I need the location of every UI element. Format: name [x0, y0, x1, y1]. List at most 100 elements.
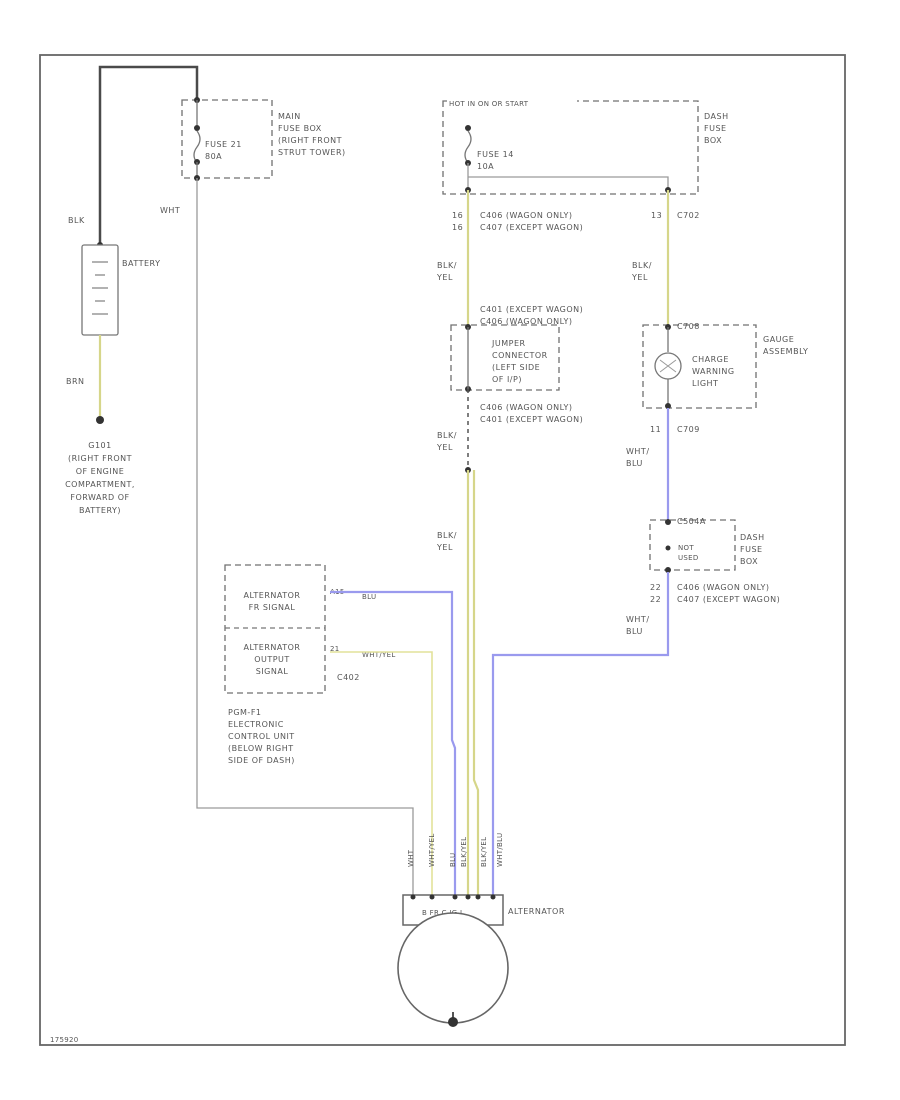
gauge-wire-in-line-1: BLK/: [632, 261, 652, 270]
alternator-label: ALTERNATOR: [508, 907, 565, 916]
left-wire3-line-1: BLK/: [437, 531, 457, 540]
gauge-conn-in: C708: [677, 322, 700, 331]
ecu-name-line-5: SIDE OF DASH): [228, 756, 295, 765]
lamp-line-2: WARNING: [692, 367, 735, 376]
ground-point-g101: [96, 416, 104, 424]
alt-wire-4: BLK/YEL: [460, 837, 468, 867]
not-used-line-2: USED: [678, 554, 699, 562]
gauge-wire-out-line-2: BLU: [626, 459, 643, 468]
bottom-conn-2: C407 (EXCEPT WAGON): [677, 595, 780, 604]
left-conn-2: C407 (EXCEPT WAGON): [480, 223, 583, 232]
alt-wire-1: WHT: [407, 849, 415, 867]
bottom-box-line-3: BOX: [740, 557, 758, 566]
main-fuse-box-line-3: (RIGHT FRONT: [278, 136, 342, 145]
bottom-box-line-1: DASH: [740, 533, 765, 542]
ecu-fr-label-line-1: ALTERNATOR: [244, 591, 301, 600]
dash-fuse-box-top-line-2: FUSE: [704, 124, 727, 133]
battery-top-wire-color: BLK: [68, 216, 85, 225]
blu-fr-signal-wire: [330, 590, 457, 895]
ground-location-line-3: COMPARTMENT,: [65, 480, 135, 489]
gauge-wire-out-line-1: WHT/: [626, 447, 650, 456]
fuse-14-rating: 10A: [477, 162, 494, 171]
white-b-terminal-wire: [196, 178, 414, 895]
lamp-line-1: CHARGE: [692, 355, 729, 364]
jumper-connector-box: [450, 324, 560, 391]
left-pin-2: 16: [452, 223, 463, 232]
ecu-fr-label-line-2: FR SIGNAL: [249, 603, 296, 612]
bottom-wire-out-line-2: BLU: [626, 627, 643, 636]
battery-circuit: BLK BATTERY BRN G101 (RIGHT FRONT OF ENG…: [65, 65, 199, 515]
dash-fuse-box-top-line-1: DASH: [704, 112, 729, 121]
ecu-name-line-3: CONTROL UNIT: [228, 732, 295, 741]
gauge-conn-out: C709: [677, 425, 700, 434]
gauge-pin-out: 11: [650, 425, 661, 434]
bottom-wire-out-line-1: WHT/: [626, 615, 650, 624]
conn1-line-1: C401 (EXCEPT WAGON): [480, 305, 583, 314]
bottom-box-line-2: FUSE: [740, 545, 763, 554]
ecu-out-label-line-1: ALTERNATOR: [244, 643, 301, 652]
conn2-line-1: C406 (WAGON ONLY): [480, 403, 573, 412]
fuse-21-rating: 80A: [205, 152, 222, 161]
fuse-14-name: FUSE 14: [477, 150, 514, 159]
jumper-line-4: OF I/P): [492, 375, 522, 384]
alternator-terminals: B FR C IG L: [422, 909, 464, 917]
ecu-name-line-4: (BELOW RIGHT: [228, 744, 294, 753]
alternator-body-icon: [397, 912, 509, 1024]
left-wire2-line-1: BLK/: [437, 431, 457, 440]
left-wire1-line-2: YEL: [436, 273, 453, 282]
jumper-line-3: (LEFT SIDE: [492, 363, 540, 372]
pgm-fi-ecu: ALTERNATOR FR SIGNAL ALTERNATOR OUTPUT S…: [224, 564, 457, 895]
battery-bottom-wire-color: BRN: [66, 377, 85, 386]
wht-blu-charge-wire-lower: [491, 572, 670, 895]
main-fuse-box-line-4: STRUT TOWER): [278, 148, 346, 157]
footer-code: 175920: [50, 1036, 79, 1044]
ignition-feed-chain: BLK/ YEL C401 (EXCEPT WAGON) C406 (WAGON…: [436, 190, 583, 895]
left-conn-1: C406 (WAGON ONLY): [480, 211, 573, 220]
left-pin-1: 16: [452, 211, 463, 220]
ecu-name-line-1: PGM-F1: [228, 708, 262, 717]
ground-location-line-1: (RIGHT FRONT: [68, 454, 132, 463]
jumper-line-2: CONNECTOR: [492, 351, 548, 360]
dash-fuse-box-top-line-3: BOX: [704, 136, 722, 145]
alt-wire-3: BLU: [449, 853, 457, 867]
alternator-ground-point: [448, 1017, 458, 1027]
gauge-wire-in-line-2: YEL: [631, 273, 648, 282]
main-fuse-box-line-2: FUSE BOX: [278, 124, 322, 133]
conn1-line-2: C406 (WAGON ONLY): [480, 317, 573, 326]
hot-in-on-or-start: HOT IN ON OR START: [449, 100, 529, 108]
ecu-out-label-line-2: OUTPUT: [254, 655, 290, 664]
dash-fuse-box-bottom: C504A NOT USED DASH FUSE BOX 22 22 C406 …: [491, 517, 780, 895]
main-fuse-out-wire-color: WHT: [160, 206, 180, 215]
ecu-pin-out: 21: [330, 645, 340, 653]
left-wire3-line-2: YEL: [436, 543, 453, 552]
ground-location-line-2: OF ENGINE: [76, 467, 125, 476]
ecu-conn: C402: [337, 673, 360, 682]
bottom-conn-top: C504A: [677, 517, 706, 526]
jumper-line-1: JUMPER: [491, 339, 526, 348]
gauge-assembly: BLK/ YEL C708 GAUGE ASSEMBLY CHARGE WARN…: [626, 190, 808, 520]
ecu-name-line-2: ELECTRONIC: [228, 720, 284, 729]
diagram-frame: [39, 54, 846, 1046]
bottom-conn-1: C406 (WAGON ONLY): [677, 583, 770, 592]
battery-symbol: [81, 244, 119, 336]
fuse-21-name: FUSE 21: [205, 140, 242, 149]
lamp-line-3: LIGHT: [692, 379, 718, 388]
alt-wire-6: WHT/BLU: [496, 833, 504, 867]
left-wire2-line-2: YEL: [436, 443, 453, 452]
fuse-21-symbol: [193, 130, 201, 164]
battery-label: BATTERY: [122, 259, 160, 268]
main-fuse-box: FUSE 21 80A MAIN FUSE BOX (RIGHT FRONT S…: [160, 97, 414, 895]
right-conn: C702: [677, 211, 700, 220]
ecu-wire-out-color: WHT/YEL: [362, 651, 396, 659]
not-used-line-1: NOT: [678, 544, 694, 552]
ground-id: G101: [88, 441, 111, 450]
dash-fuse-box-top: HOT IN ON OR START DASH FUSE BOX FUSE 14…: [442, 96, 729, 232]
fuse-14-symbol: [464, 130, 472, 164]
battery-positive-wire: [98, 65, 199, 245]
ground-location-line-4: FORWARD OF: [70, 493, 129, 502]
wht-yel-output-signal-wire: [330, 651, 433, 895]
ecu-out-label-line-3: SIGNAL: [256, 667, 289, 676]
main-fuse-box-line-1: MAIN: [278, 112, 301, 121]
gauge-label-line-2: ASSEMBLY: [763, 347, 808, 356]
